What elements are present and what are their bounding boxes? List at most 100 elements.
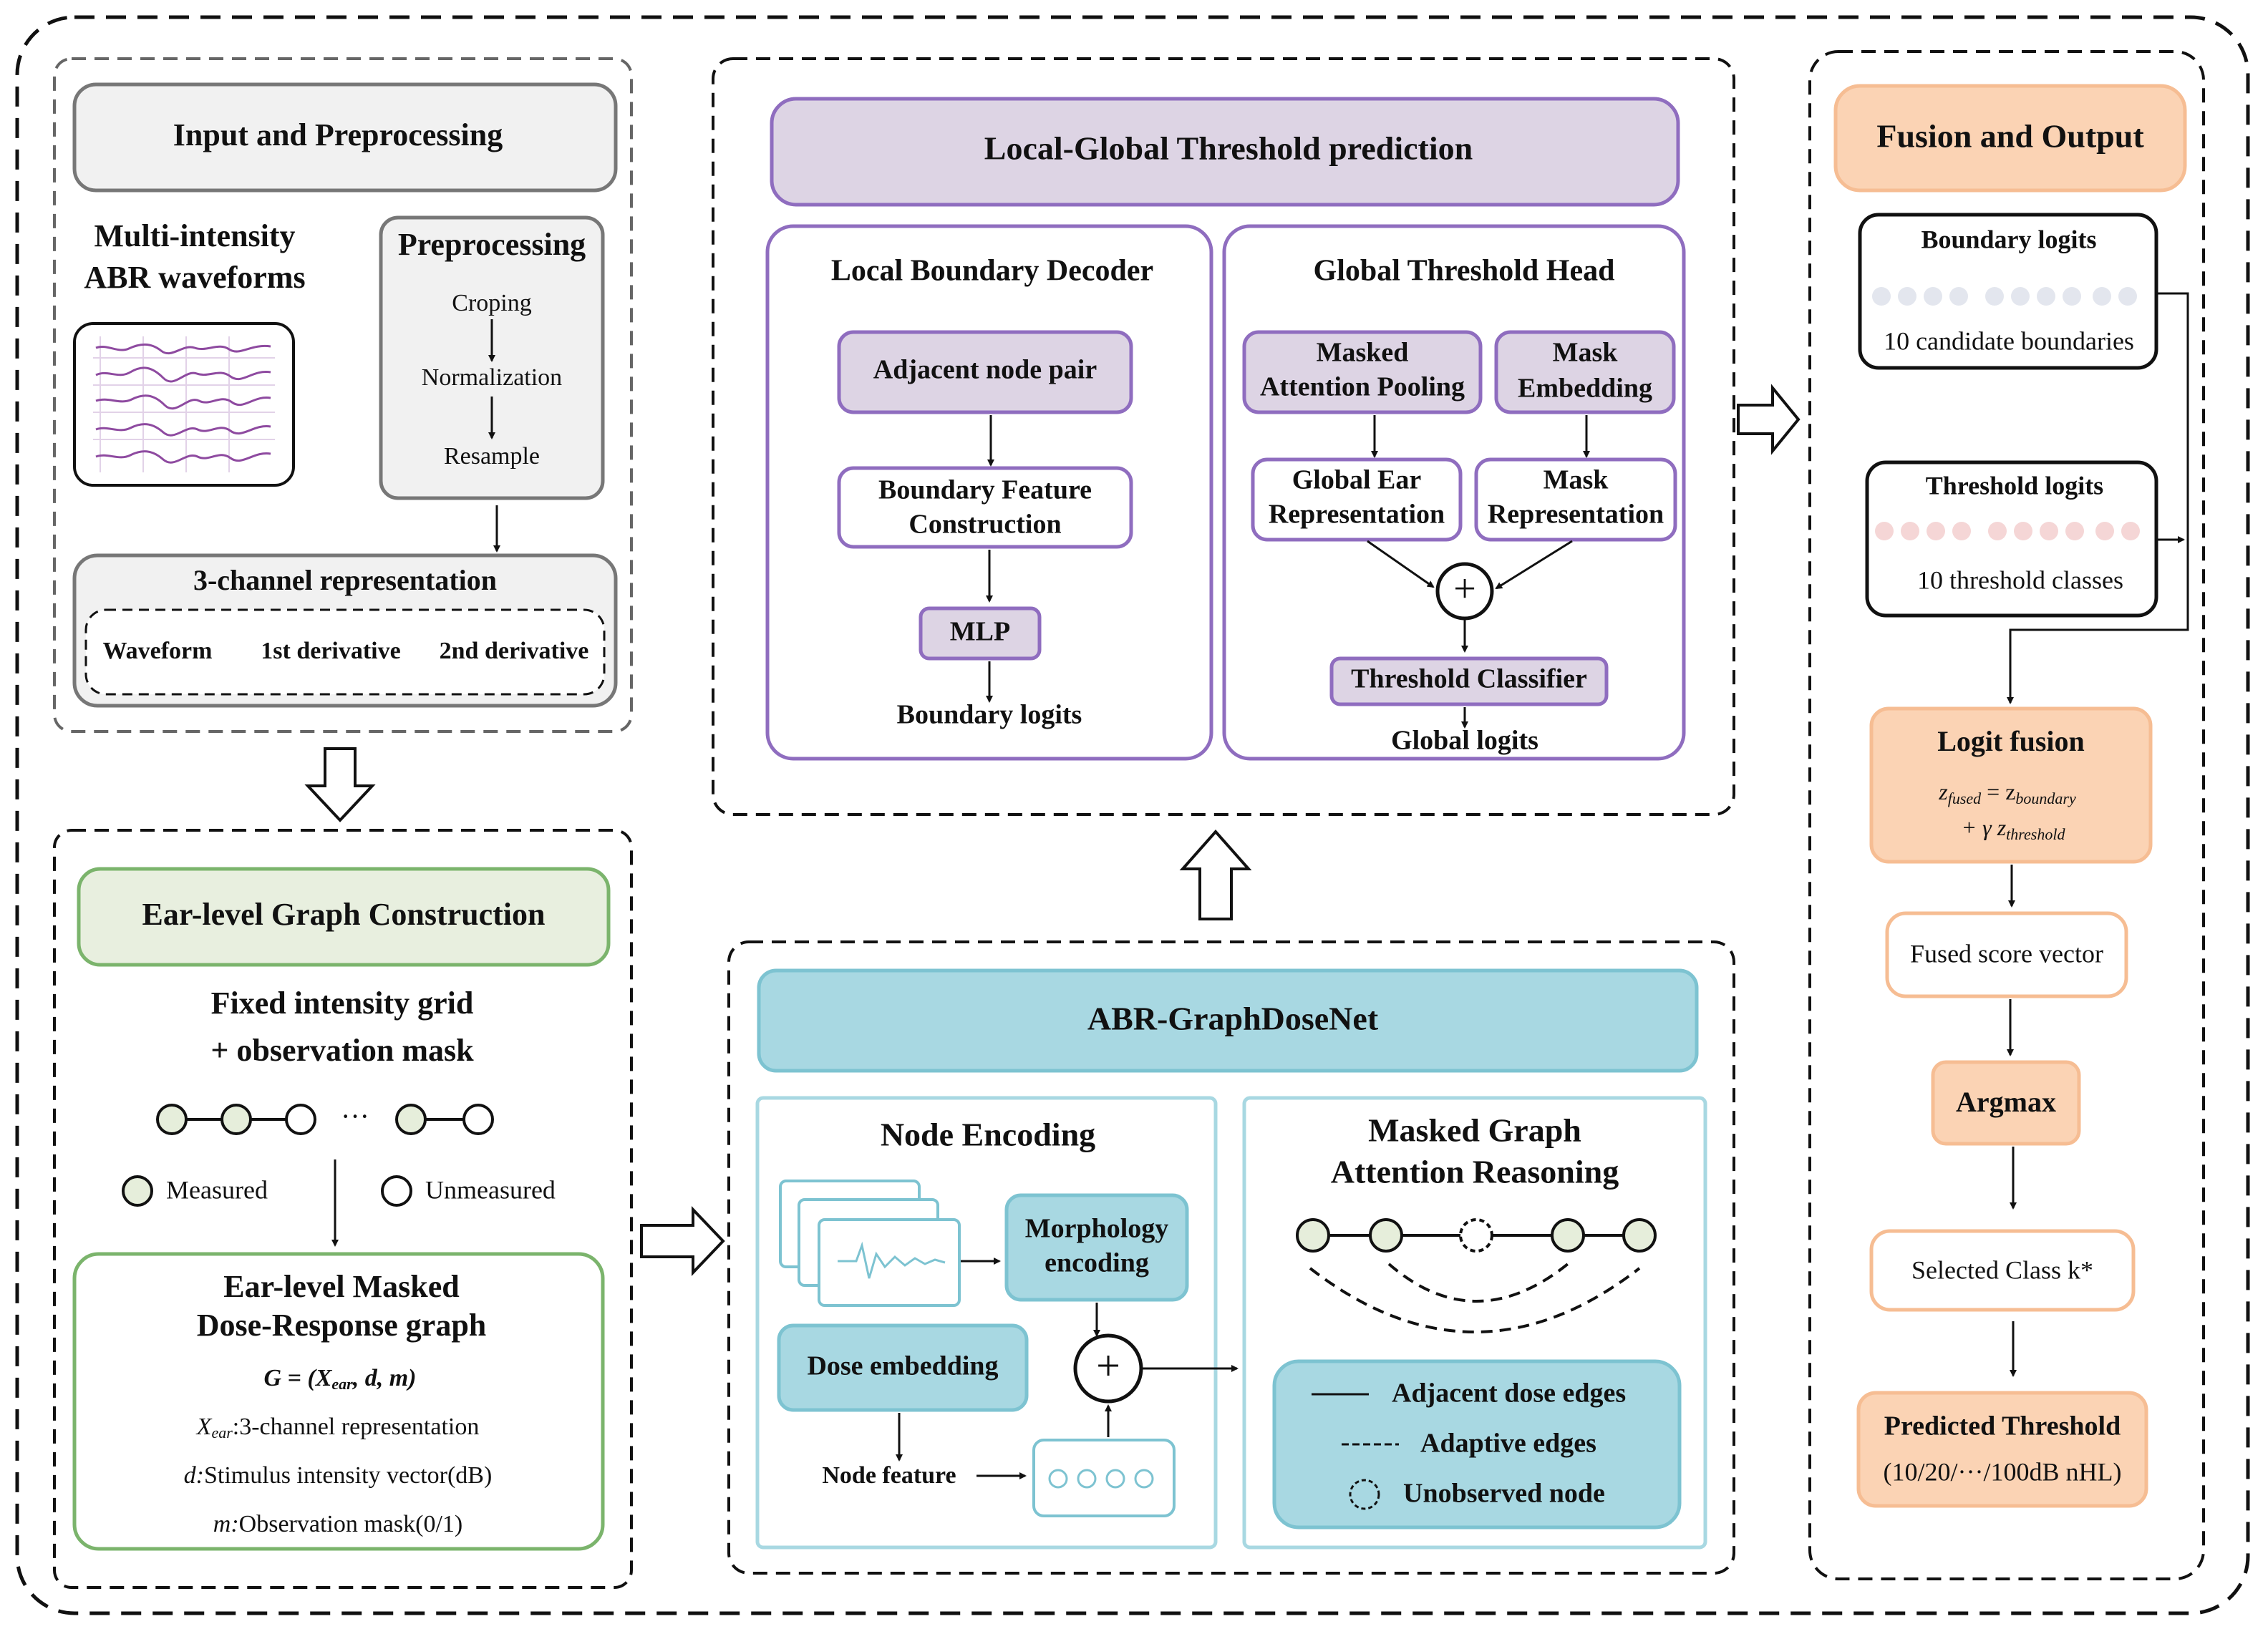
unmeasured-node: [285, 1104, 316, 1135]
fusion-title: Fusion and Output: [1876, 118, 2144, 155]
logit-fusion-box: [1869, 706, 2153, 864]
morphology-label-1: Morphology: [1025, 1214, 1169, 1244]
step-croping: Croping: [452, 290, 531, 316]
boundary-feature-box: [837, 466, 1133, 549]
boundary-feature-label-1: Boundary Feature: [878, 475, 1092, 505]
threshold-logits-title: Threshold logits: [1926, 471, 2103, 500]
mr-label-1: Mask: [1544, 465, 1609, 495]
x-ear-definition: Xear:3-channel representation: [195, 1414, 480, 1441]
mgar-title-2: Attention Reasoning: [1331, 1154, 1619, 1190]
threshold-classifier-label: Threshold Classifier: [1351, 664, 1587, 694]
node-feature-label: Node feature: [822, 1462, 956, 1489]
abr-plus-sign: +: [1096, 1342, 1120, 1389]
fusion-equation-1: zfused = zboundary: [1938, 779, 2076, 807]
boundary-logits-output: Boundary logits: [897, 700, 1082, 730]
global-logits-output: Global logits: [1391, 726, 1538, 756]
ger-label-1: Global Ear: [1292, 465, 1422, 495]
masked-graph-box: [72, 1252, 605, 1551]
masked-graph-title-1: Ear-level Masked: [223, 1269, 460, 1304]
preprocessing-title: Preprocessing: [398, 227, 586, 262]
threshold-logits-desc: 10 threshold classes: [1917, 565, 2123, 594]
local-decoder-title: Local Boundary Decoder: [831, 255, 1153, 288]
observation-mask-label: + observation mask: [210, 1033, 474, 1068]
input-title: Input and Preprocessing: [173, 117, 503, 152]
mask-representation-box: [1474, 457, 1677, 542]
boundary-logits-desc: 10 candidate boundaries: [1884, 326, 2134, 355]
unmeasured-label: Unmeasured: [425, 1175, 556, 1204]
hollow-arrow-down: [304, 747, 376, 822]
lg-header: [770, 97, 1680, 207]
fixed-grid-label: Fixed intensity grid: [211, 986, 474, 1021]
abr-plus-circle: [1073, 1333, 1143, 1404]
d-definition: d:Stimulus intensity vector(dB): [184, 1462, 493, 1489]
measured-label: Measured: [166, 1175, 268, 1204]
hollow-arrow-right-fusion: [1737, 384, 1801, 455]
selected-class-box: [1869, 1229, 2136, 1312]
mr-label-2: Representation: [1488, 500, 1664, 530]
multi-intensity-label: Multi-intensity: [94, 218, 295, 253]
global-ear-representation-box: [1251, 457, 1463, 542]
abr-title: ABR-GraphDoseNet: [1087, 1001, 1379, 1037]
graph-header: [77, 867, 611, 967]
dose-embedding-box: [777, 1323, 1029, 1412]
masked-graph-title-2: Dose-Response graph: [197, 1308, 487, 1343]
node-chain: ···: [156, 1100, 494, 1135]
fused-score-vector-label: Fused score vector: [1910, 939, 2103, 968]
legend-unobserved-node: Unobserved node: [1403, 1479, 1605, 1509]
ger-label-2: Representation: [1269, 500, 1445, 530]
abr-waveform-thumbnail: [73, 322, 295, 487]
threshold-classifier-box: [1329, 656, 1609, 706]
adjacent-node-pair-box: [837, 330, 1133, 414]
unmeasured-legend-node: [381, 1175, 412, 1207]
argmax-label: Argmax: [1956, 1086, 2056, 1118]
threshold-logits-box: [1865, 460, 2158, 618]
fusion-output-panel: Fusion and Output Boundary logits 10 can…: [1808, 50, 2205, 1580]
masked-attention-pooling-box: [1242, 330, 1483, 414]
mgar-title-1: Masked Graph: [1368, 1112, 1581, 1149]
node-encoding-title: Node Encoding: [881, 1117, 1095, 1153]
graph-construction-panel: Ear-level Graph Construction Fixed inten…: [53, 829, 633, 1589]
graph-title: Ear-level Graph Construction: [142, 897, 546, 932]
map-label-1: Masked: [1317, 338, 1409, 368]
selected-class-label: Selected Class k*: [1911, 1255, 2093, 1284]
measured-node: [220, 1104, 252, 1135]
predicted-threshold-box: [1856, 1391, 2148, 1508]
boundary-feature-label-2: Construction: [908, 510, 1061, 540]
graph-formula: G = (Xear, d, m): [263, 1365, 416, 1393]
boundary-logits-box: [1858, 213, 2158, 370]
abr-waveforms-label: ABR waveforms: [84, 260, 305, 295]
measured-legend-node: [122, 1175, 153, 1207]
channel-title: 3-channel representation: [193, 564, 497, 596]
fusion-equation-2: + γ zthreshold: [1962, 814, 2066, 843]
dose-embedding-label: Dose embedding: [807, 1351, 998, 1381]
input-preprocessing-panel: Input and Preprocessing Multi-intensity …: [53, 57, 633, 733]
mgar-node-chain: [1296, 1218, 1657, 1333]
step-resample: Resample: [444, 443, 540, 470]
step-normalization: Normalization: [422, 364, 562, 391]
boundary-logit-dots: [1872, 287, 2137, 306]
map-label-2: Attention Pooling: [1260, 372, 1465, 402]
predicted-threshold-range: (10/20/···/100dB nHL): [1884, 1457, 2122, 1486]
abr-graphdosenet-panel: ABR-GraphDoseNet Node Encoding Morpholog…: [727, 940, 1735, 1575]
argmax-box: [1931, 1060, 2081, 1146]
hollow-arrow-up: [1179, 829, 1252, 920]
measured-node: [395, 1104, 427, 1135]
measured-node: [156, 1104, 188, 1135]
morphology-encoding-box: [1004, 1193, 1189, 1302]
mlp-box: [919, 606, 1042, 661]
boundary-logits-title: Boundary logits: [1921, 225, 2096, 253]
fusion-header: [1833, 84, 2187, 193]
morphology-label-2: encoding: [1045, 1248, 1149, 1278]
lg-title: Local-Global Threshold prediction: [984, 130, 1473, 167]
legend-adaptive-edges: Adaptive edges: [1420, 1429, 1596, 1459]
input-header: [72, 82, 618, 193]
mlp-label: MLP: [950, 617, 1010, 647]
channel-first-derivative: 1st derivative: [261, 638, 400, 664]
outer-frame: [15, 15, 2250, 1615]
logit-fusion-title: Logit fusion: [1937, 725, 2085, 757]
m-definition: m:Observation mask(0/1): [213, 1511, 462, 1537]
predicted-threshold-title: Predicted Threshold: [1884, 1411, 2121, 1441]
adjacent-node-pair-label: Adjacent node pair: [873, 355, 1097, 385]
fused-score-vector-box: [1885, 911, 2128, 998]
